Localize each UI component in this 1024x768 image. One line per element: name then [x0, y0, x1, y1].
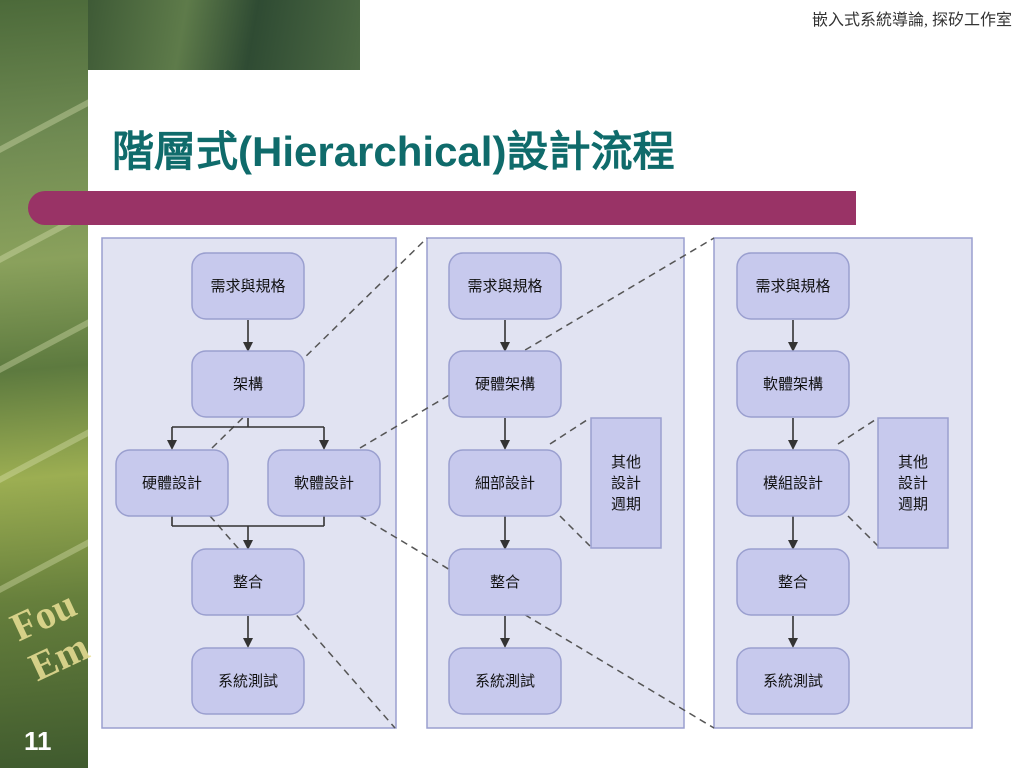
node-requirements	[191, 252, 305, 320]
node-other-cycle	[877, 417, 949, 549]
node-label: 需求與規格	[755, 277, 830, 295]
page-title: 階層式(Hierarchical)設計流程	[112, 128, 675, 175]
node-label: 硬體設計	[142, 474, 202, 492]
panel-software-nodes	[736, 252, 949, 715]
flow-arrows	[167, 320, 798, 648]
node-requirements	[448, 252, 562, 320]
cycle-line-sw-top	[837, 417, 879, 445]
node-system-test	[448, 647, 562, 715]
node-requirements	[736, 252, 850, 320]
node-label: 模組設計	[763, 474, 823, 492]
zoom-line-sw-bottom	[359, 515, 715, 729]
node-integration	[191, 548, 305, 616]
node-label: 系統測試	[763, 672, 823, 690]
node-label: 硬體架構	[475, 375, 535, 393]
node-label: 軟體設計	[294, 474, 354, 492]
panel-hardware-nodes	[448, 252, 662, 715]
other-cycle-label: 週期	[898, 495, 928, 513]
node-other-cycle	[590, 417, 662, 549]
other-cycle-label: 設計	[898, 474, 928, 492]
cycle-line-hw-top	[549, 417, 591, 445]
other-cycle-label: 設計	[611, 474, 641, 492]
node-label: 軟體架構	[763, 375, 823, 393]
zoom-line-sw-top	[359, 237, 715, 449]
background-art-left	[0, 0, 88, 768]
node-software-design	[267, 449, 381, 517]
header-note: 嵌入式系統導論, 探矽工作室	[811, 12, 1012, 29]
node-module-design	[736, 449, 850, 517]
slide-number: 11	[24, 726, 52, 756]
node-system-test	[191, 647, 305, 715]
title-accent-bar	[28, 191, 856, 225]
node-label: 系統測試	[218, 672, 278, 690]
node-architecture	[448, 350, 562, 418]
node-integration	[736, 548, 850, 616]
node-label: 需求與規格	[467, 277, 542, 295]
other-cycle-label: 週期	[611, 495, 641, 513]
node-label: 需求與規格	[210, 277, 285, 295]
node-architecture	[191, 350, 305, 418]
node-label: 系統測試	[475, 672, 535, 690]
node-label: 架構	[233, 375, 263, 393]
node-label: 細部設計	[475, 474, 535, 492]
panel-system-nodes	[115, 252, 381, 715]
background-art-top	[88, 0, 360, 70]
node-label: 整合	[778, 573, 808, 591]
node-architecture	[736, 350, 850, 418]
node-label: 整合	[233, 573, 263, 591]
node-detail-design	[448, 449, 562, 517]
node-hardware-design	[115, 449, 229, 517]
zoom-line-hw-bottom	[209, 515, 396, 729]
node-integration	[448, 548, 562, 616]
other-cycle-label: 其他	[611, 453, 641, 471]
node-label: 整合	[490, 573, 520, 591]
other-cycle-label: 其他	[898, 453, 928, 471]
node-system-test	[736, 647, 850, 715]
